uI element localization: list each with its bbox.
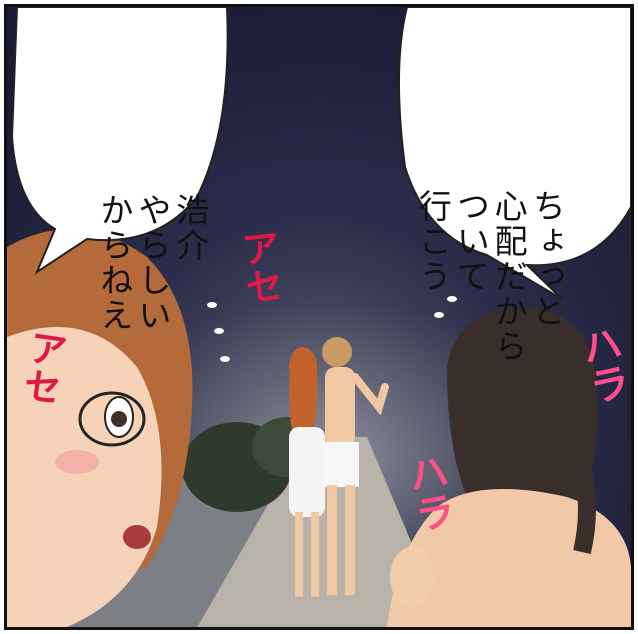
speech-line: ちょっと	[527, 189, 567, 329]
speech-bubble-right	[397, 7, 631, 300]
speech-text-right: ちょっと 心配だから ついて 行こう	[375, 25, 603, 364]
stone-path	[197, 437, 447, 627]
sfx-sweat-left: アセ	[14, 326, 70, 408]
speech-line: やらしい	[132, 193, 172, 333]
speech-line: 心配だから	[489, 189, 529, 364]
sfx-sweat-top: アセ	[233, 226, 285, 308]
speech-line: ついて	[451, 189, 491, 294]
panel-artwork	[7, 7, 631, 627]
speech-line: からねえ	[94, 193, 134, 333]
dark-haired-girl	[387, 307, 631, 627]
speech-text-left: 浩介 やらしい からねえ	[57, 29, 247, 333]
speech-bubble-left	[10, 7, 229, 275]
speech-line: 行こう	[413, 189, 453, 294]
speech-line: 浩介	[170, 193, 210, 263]
glasses-girl	[7, 229, 193, 627]
walking-couple	[289, 337, 389, 597]
sweat-drops	[207, 296, 457, 362]
manga-panel: ちょっと 心配だから ついて 行こう 浩介 やらしい からねえ アセ アセ ハラ…	[4, 4, 634, 630]
